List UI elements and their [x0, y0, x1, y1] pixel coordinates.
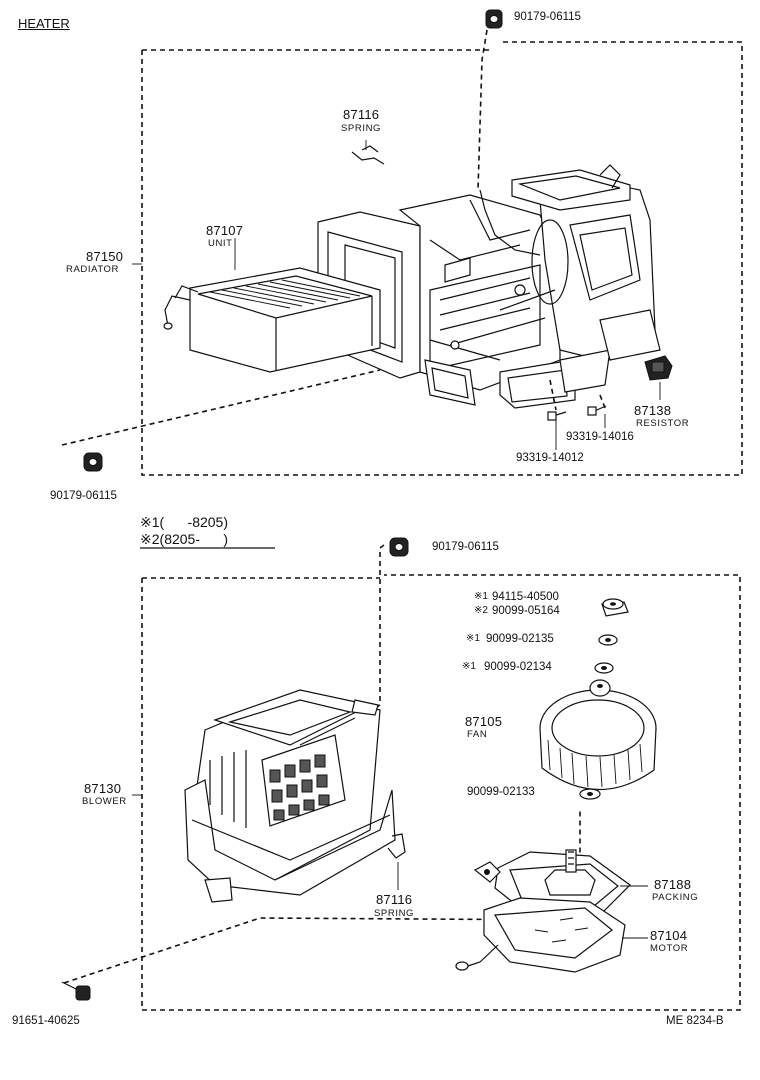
legend-mark-1: ※1 [140, 514, 160, 530]
part-label-fan: FAN [467, 729, 488, 740]
legend-row-2: ※2(8205- ) [140, 531, 228, 549]
part-label-spring-bottom: SPRING [374, 908, 415, 919]
radiator-core [163, 267, 381, 373]
part-label-unit: UNIT [208, 238, 233, 249]
part-number-nut-top: 90179-06115 [514, 11, 581, 23]
part-number-radiator: 87150 [86, 249, 124, 264]
legend-row-1: ※1( -8205) [140, 514, 228, 532]
washer-icon-b [594, 662, 614, 674]
page-title: HEATER [18, 16, 70, 31]
leader-bolt [63, 808, 581, 984]
part-number-nut-a: 94115-40500 [492, 591, 559, 603]
heater-dashed-frame [141, 41, 743, 476]
part-prefix-washer-b: ※1 [462, 661, 476, 672]
nut-icon-left [83, 452, 103, 472]
motor-icon [455, 849, 626, 973]
part-number-resistor: 87138 [634, 403, 672, 418]
legend-mark-2: ※2 [140, 531, 160, 547]
part-number-bolt: 91651-40625 [12, 1015, 80, 1027]
resistor-icon [644, 355, 673, 381]
part-number-washer-a: 90099-02135 [486, 633, 554, 645]
nut-icon-top [485, 9, 503, 29]
part-label-motor: MOTOR [650, 943, 689, 954]
screw-icon-b [547, 411, 567, 421]
part-number-motor: 87104 [650, 928, 688, 943]
part-prefix-nut-b: ※2 [474, 605, 488, 616]
legend-range-2: (8205- ) [159, 531, 228, 547]
part-number-spring-top: 87116 [343, 107, 380, 122]
part-number-packing: 87188 [654, 877, 692, 892]
part-number-fan: 87105 [465, 714, 503, 729]
washer-icon-c [579, 788, 601, 800]
nut-icon-blower [389, 537, 409, 557]
part-number-unit: 87107 [206, 223, 244, 238]
leader-nut-blower [369, 544, 385, 713]
washer-icon-a [598, 634, 618, 646]
blower-dashed-frame [141, 574, 741, 1011]
part-number-blower: 87130 [84, 781, 122, 796]
bolt-icon [61, 981, 91, 1001]
blower-case [184, 689, 396, 903]
legend-range-1: ( -8205) [159, 514, 228, 530]
part-number-screw-b: 93319-14012 [516, 452, 584, 464]
part-number-washer-c: 90099-02133 [467, 786, 535, 798]
part-number-washer-b: 90099-02134 [484, 661, 552, 673]
part-label-blower: BLOWER [82, 796, 127, 807]
part-prefix-washer-a: ※1 [466, 633, 480, 644]
part-number-nut-blower: 90179-06115 [432, 541, 499, 553]
leader-nut-top [477, 29, 488, 191]
reference-code: ME 8234-B [666, 1015, 724, 1027]
spring-clip-icon-top [351, 145, 385, 165]
part-number-spring-bottom: 87116 [376, 892, 413, 907]
part-number-nut-left: 90179-06115 [50, 490, 117, 502]
part-prefix-nut-a: ※1 [474, 591, 488, 602]
part-number-screw-a: 93319-14016 [566, 431, 634, 443]
part-label-spring-top: SPRING [341, 123, 382, 134]
fan-icon [539, 679, 657, 791]
part-label-resistor: RESISTOR [636, 418, 690, 429]
leader-nut-left [61, 369, 381, 446]
spring-clip-icon-bottom [387, 833, 406, 859]
part-number-nut-b: 90099-05164 [492, 605, 560, 617]
part-label-packing: PACKING [652, 892, 699, 903]
screw-icon-a [587, 405, 607, 416]
nut-icon-stack [601, 598, 629, 617]
part-label-radiator: RADIATOR [66, 264, 120, 275]
